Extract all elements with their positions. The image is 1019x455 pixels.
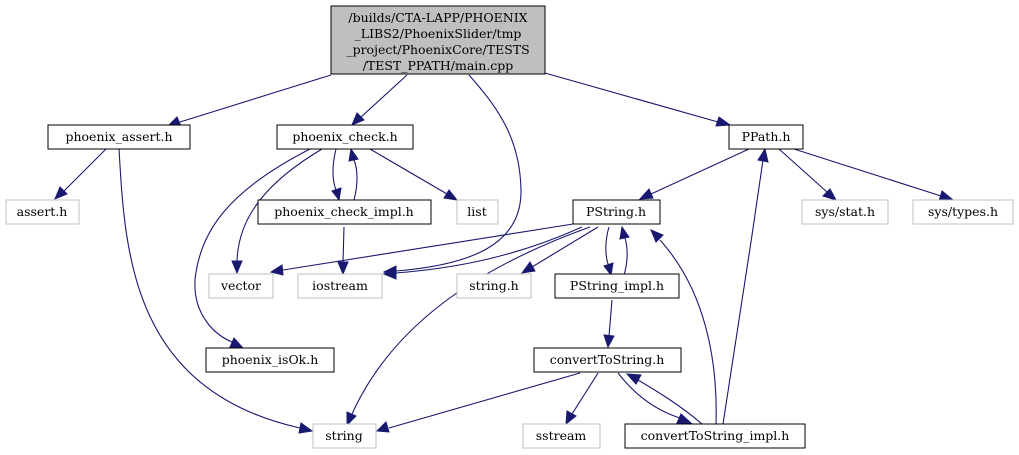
edge-convert-impl-to-pstring: [650, 229, 717, 425]
edge-main-to-phoenix-assert: [166, 74, 332, 127]
node-ppath-label: PPath.h: [742, 129, 791, 144]
edge-phoenix-check-to-isok: [194, 148, 311, 349]
node-string-h[interactable]: string.h: [456, 273, 532, 299]
node-iostream-label: iostream: [312, 278, 368, 293]
node-phoenix-isok-label: phoenix_isOk.h: [222, 352, 319, 367]
node-list[interactable]: list: [456, 199, 499, 225]
dependency-nodes: /builds/CTA-LAPP/PHOENIX _LIBS2/PhoenixS…: [5, 5, 1014, 449]
edge-convert-impl-to-ppath: [722, 147, 769, 425]
node-sstream[interactable]: sstream: [522, 423, 601, 449]
edge-convert-impl-to-convert: [625, 373, 703, 425]
node-convert-to-string-label: convertToString.h: [550, 352, 665, 367]
node-phoenix-check-label: phoenix_check.h: [292, 129, 397, 144]
edge-pstring-to-string-h: [520, 226, 599, 274]
node-sys-types[interactable]: sys/types.h: [912, 199, 1014, 225]
edge-phoenix-check-to-check-impl: [331, 148, 342, 202]
node-convert-to-string-impl-label: convertToString_impl.h: [641, 428, 790, 443]
edge-pstring-to-pstring-impl: [603, 226, 614, 277]
edge-pstring-impl-to-pstring: [619, 225, 630, 276]
edge-convert-to-convert-impl: [617, 372, 693, 424]
node-vector[interactable]: vector: [208, 273, 274, 299]
node-phoenix-check[interactable]: phoenix_check.h: [276, 124, 414, 150]
edge-ppath-to-sys-types: [793, 148, 955, 202]
node-main-cpp-line-1: /builds/CTA-LAPP/PHOENIX: [348, 10, 527, 25]
edge-pstring-impl-to-convert: [603, 299, 615, 349]
node-pstring-impl-label: PString_impl.h: [570, 278, 664, 293]
node-sys-stat[interactable]: sys/stat.h: [801, 199, 889, 225]
node-phoenix-assert[interactable]: phoenix_assert.h: [47, 124, 191, 150]
node-main-cpp-line-2: _LIBS2/PhoenixSlider/tmp: [355, 26, 522, 41]
edge-convert-to-string: [375, 372, 581, 433]
node-pstring-label: PString.h: [586, 204, 646, 219]
edge-phoenix-check-to-list: [369, 148, 459, 201]
node-phoenix-check-impl[interactable]: phoenix_check_impl.h: [257, 199, 432, 225]
edge-ppath-to-pstring: [638, 148, 750, 200]
node-string[interactable]: string: [312, 423, 377, 449]
edge-check-impl-to-phoenix-check: [348, 147, 359, 201]
node-convert-to-string[interactable]: convertToString.h: [533, 347, 682, 373]
node-main-cpp-line-4: /TEST_PPATH/main.cpp: [363, 58, 514, 73]
edge-main-to-ppath: [544, 72, 732, 127]
node-phoenix-assert-label: phoenix_assert.h: [65, 129, 172, 144]
edge-main-to-phoenix-check: [351, 74, 408, 126]
edge-convert-to-sstream: [565, 372, 599, 426]
edge-main-to-iostream: [382, 74, 522, 277]
dependency-edges: [54, 72, 955, 434]
node-ppath[interactable]: PPath.h: [728, 124, 804, 150]
node-main-cpp[interactable]: /builds/CTA-LAPP/PHOENIX _LIBS2/PhoenixS…: [330, 5, 546, 75]
node-pstring[interactable]: PString.h: [572, 199, 661, 225]
node-sys-types-label: sys/types.h: [928, 204, 998, 219]
node-pstring-impl[interactable]: PString_impl.h: [554, 273, 680, 299]
edge-ppath-to-sys-stat: [778, 148, 838, 201]
node-string-label: string: [325, 428, 362, 443]
node-list-label: list: [467, 204, 486, 219]
node-convert-to-string-impl[interactable]: convertToString_impl.h: [624, 423, 806, 449]
edge-pstring-to-iostream: [382, 226, 583, 280]
node-assert-h[interactable]: assert.h: [5, 199, 80, 225]
node-iostream[interactable]: iostream: [297, 273, 383, 299]
node-sstream-label: sstream: [536, 428, 587, 443]
node-phoenix-isok[interactable]: phoenix_isOk.h: [205, 347, 335, 373]
node-vector-label: vector: [220, 278, 261, 293]
edge-pstring-to-string: [346, 226, 591, 427]
edge-check-impl-to-iostream: [337, 226, 349, 276]
node-sys-stat-label: sys/stat.h: [815, 204, 875, 219]
node-main-cpp-line-3: _project/PhoenixCore/TESTS: [346, 42, 529, 57]
node-phoenix-check-impl-label: phoenix_check_impl.h: [274, 204, 413, 219]
edge-pstring-to-vector: [269, 223, 574, 276]
node-string-h-label: string.h: [469, 278, 519, 293]
edge-phoenix-assert-to-assert: [54, 148, 107, 200]
edge-phoenix-assert-to-string: [118, 148, 314, 434]
node-assert-h-label: assert.h: [17, 204, 68, 219]
